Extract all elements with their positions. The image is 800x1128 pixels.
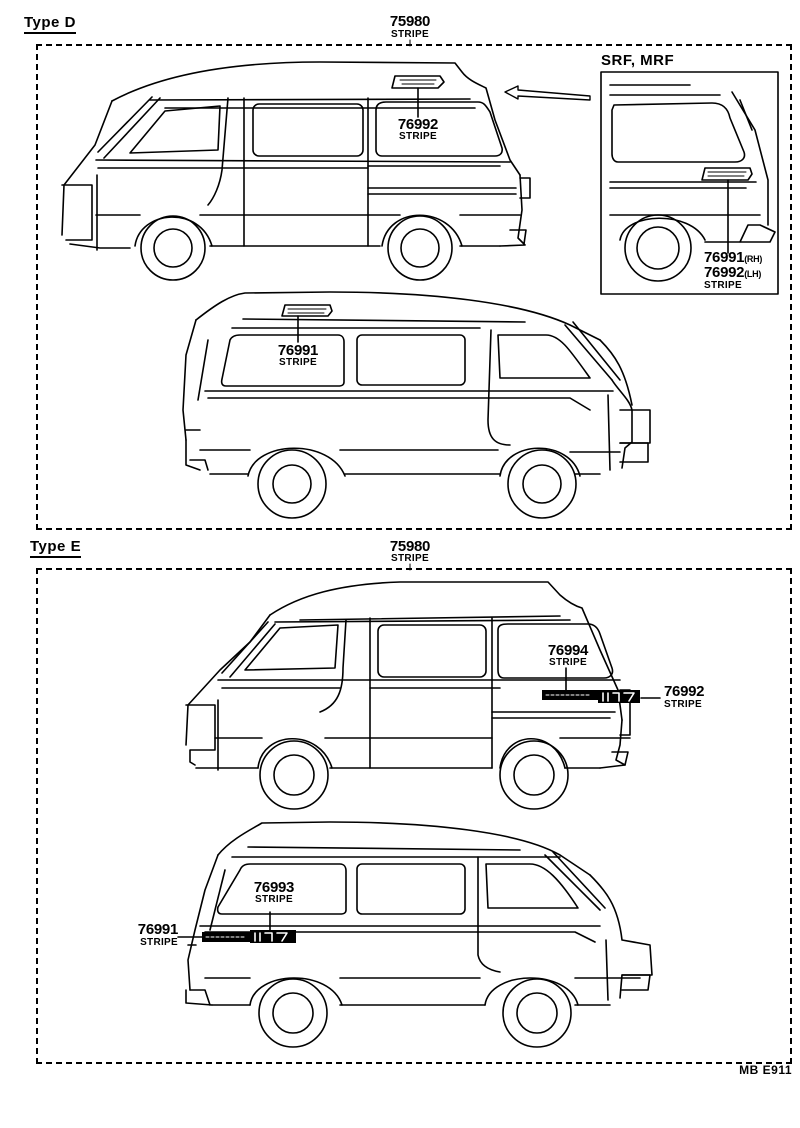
inset-callout-lh: 76992(LH) (704, 265, 784, 282)
type-d-frame (36, 44, 792, 530)
van-e-right-window-callout-desc: STRIPE (255, 894, 293, 905)
van-e-left-rear-callout-part: 76992 (664, 683, 705, 700)
inset-title: SRF, MRF (601, 52, 675, 69)
van-e-right-rear-callout-desc: STRIPE (140, 937, 178, 948)
van-e-right-rear-callout-part: 76991 (137, 921, 179, 938)
inset-rear-quarter (600, 71, 779, 295)
type-e-label: Type E (30, 538, 82, 558)
inset-rh-suffix: (RH) (744, 254, 763, 264)
type-d-label: Type D (24, 14, 76, 34)
van-d-left-callout-desc: STRIPE (399, 131, 437, 142)
type-e-top-part-desc: STRIPE (391, 553, 429, 564)
type-d-top-part-desc: STRIPE (391, 29, 429, 40)
van-d-left-callout-part: 76992 (397, 116, 439, 133)
van-e-left-window-callout-desc: STRIPE (549, 657, 587, 668)
van-d-right-callout-part: 76991 (277, 342, 319, 359)
van-d-left-side (61, 61, 531, 281)
inset-callout-rh: 76991(RH) (704, 250, 784, 267)
inset-lh-part: 76992 (704, 264, 745, 281)
type-d-top-part-number: 75980 (389, 13, 431, 30)
van-e-left-rear-callout-desc: STRIPE (664, 699, 702, 710)
van-d-right-side (182, 291, 651, 519)
type-e-top-part-number: 75980 (389, 538, 431, 555)
figure-code: MB E911 (739, 1063, 792, 1077)
van-e-left-side (185, 581, 661, 810)
van-e-right-window-callout-part: 76993 (253, 879, 295, 896)
van-e-right-side (177, 821, 653, 1048)
inset-rh-part: 76991 (704, 249, 745, 266)
van-e-left-window-callout-part: 76994 (547, 642, 589, 659)
inset-callout-desc: STRIPE (704, 280, 742, 291)
inset-lh-suffix: (LH) (744, 269, 762, 279)
type-e-frame (36, 568, 792, 1064)
van-d-right-callout-desc: STRIPE (279, 357, 317, 368)
